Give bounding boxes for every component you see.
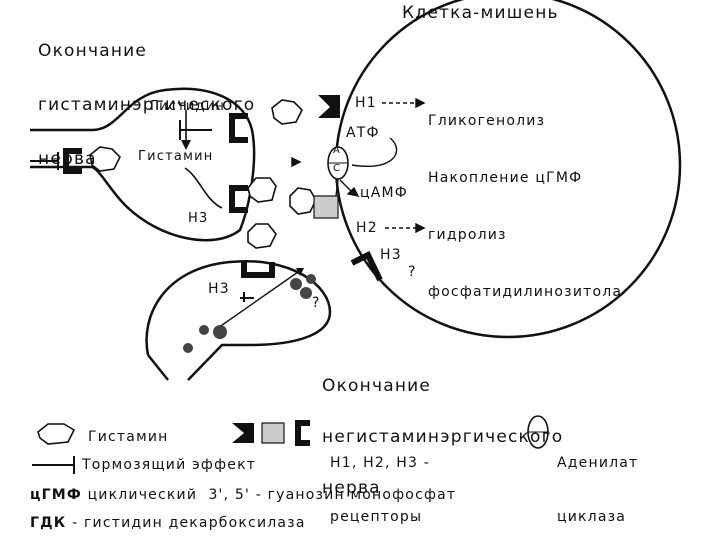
- legend-gdk: ГДК - гистидин декарбоксилаза: [30, 514, 306, 532]
- legend-gdk-abbr: ГДК: [30, 515, 67, 531]
- receptor-icon: [63, 113, 383, 282]
- h1-label: Н1: [355, 95, 377, 111]
- adenylate-cyclase-icon: [327, 146, 549, 449]
- question-mark-target: ?: [408, 264, 417, 280]
- atp-to-ac-curve: [351, 137, 398, 167]
- nonhistaminergic-axon-line: [147, 354, 169, 381]
- histidine-label: Гистидин: [150, 99, 226, 114]
- vesicles: [183, 274, 316, 353]
- h3-label-nerve: Н3: [188, 211, 209, 226]
- signal-arrows: [291, 97, 426, 234]
- nonhistaminergic-nerve-terminal: [145, 259, 332, 381]
- ac-top-letter: A: [333, 145, 342, 156]
- legend-receptor-icons: [232, 420, 310, 446]
- title2-line-3: нерва: [322, 478, 381, 498]
- camp-label: цАМФ: [360, 185, 409, 201]
- vesicle-transport-arrow: [214, 271, 299, 331]
- ac-to-h2-line: [335, 178, 339, 197]
- legend-histamine: Гистамин: [88, 429, 169, 445]
- legend-adenylate: Аденилат циклаза: [557, 418, 638, 544]
- target-cell-title: Клетка-мишень: [402, 3, 559, 23]
- question-mark-second: ?: [312, 295, 321, 311]
- legend-cgmp: цГМФ циклический 3', 5' - гуанозин моноф…: [30, 486, 456, 504]
- legend-receptors: Н1, Н2, Н3 - рецепторы: [330, 418, 430, 544]
- title2-line-1: Окончание: [322, 376, 432, 396]
- nonhistaminergic-ending-title: Окончание негистаминэргического нерва: [322, 344, 563, 514]
- legend-inhibitory: Тормозящий эффект: [82, 457, 257, 473]
- histamine-label: Гистамин: [138, 149, 214, 164]
- legend-gdk-text: - гистидин декарбоксилаза: [66, 515, 306, 531]
- legend-cgmp-text: циклический 3', 5' - гуанозин монофосфат: [81, 487, 457, 503]
- h1-receptor-icon: [318, 95, 340, 118]
- title-line-1: Окончание: [38, 41, 148, 61]
- legend-receptors-line2: рецепторы: [330, 509, 423, 525]
- histaminergic-nerve-terminal: [30, 87, 256, 242]
- h2-receptor-icon: [313, 195, 339, 219]
- title-line-3: нерва: [38, 149, 97, 169]
- histamine-molecule-icon: [37, 99, 317, 445]
- effect-hydrolysis: гидролиз: [428, 227, 507, 243]
- title-line-2: гистаминэргического: [38, 95, 256, 115]
- h2-label: Н2: [356, 220, 378, 236]
- legend-adenylate-line1: Аденилат: [557, 455, 639, 471]
- ac-bottom-letter: C: [333, 163, 342, 174]
- histaminergic-ending-title: Окончание гистаминэргического нерва: [38, 6, 255, 186]
- legend-adenylate-line2: циклаза: [557, 509, 627, 525]
- h3-inhibition-curve: [184, 167, 223, 209]
- atp-label: АТФ: [346, 125, 380, 141]
- h3-label-second: Н3: [208, 281, 230, 297]
- title2-line-2: негистаминэргического: [322, 427, 564, 447]
- legend-cgmp-abbr: цГМФ: [30, 487, 82, 503]
- h3-label-target: Н3: [380, 247, 402, 263]
- effect-cgmp-accumulation: Накопление цГМФ: [428, 170, 583, 186]
- legend-receptors-line1: Н1, Н2, Н3 -: [330, 455, 431, 471]
- effect-phosphatidylinositol: фосфатидилинозитола: [428, 284, 623, 300]
- target-effects: Гликогенолиз Накопление цГМФ гидролиз фо…: [428, 74, 622, 321]
- effect-glycogenolysis: Гликогенолиз: [428, 113, 546, 129]
